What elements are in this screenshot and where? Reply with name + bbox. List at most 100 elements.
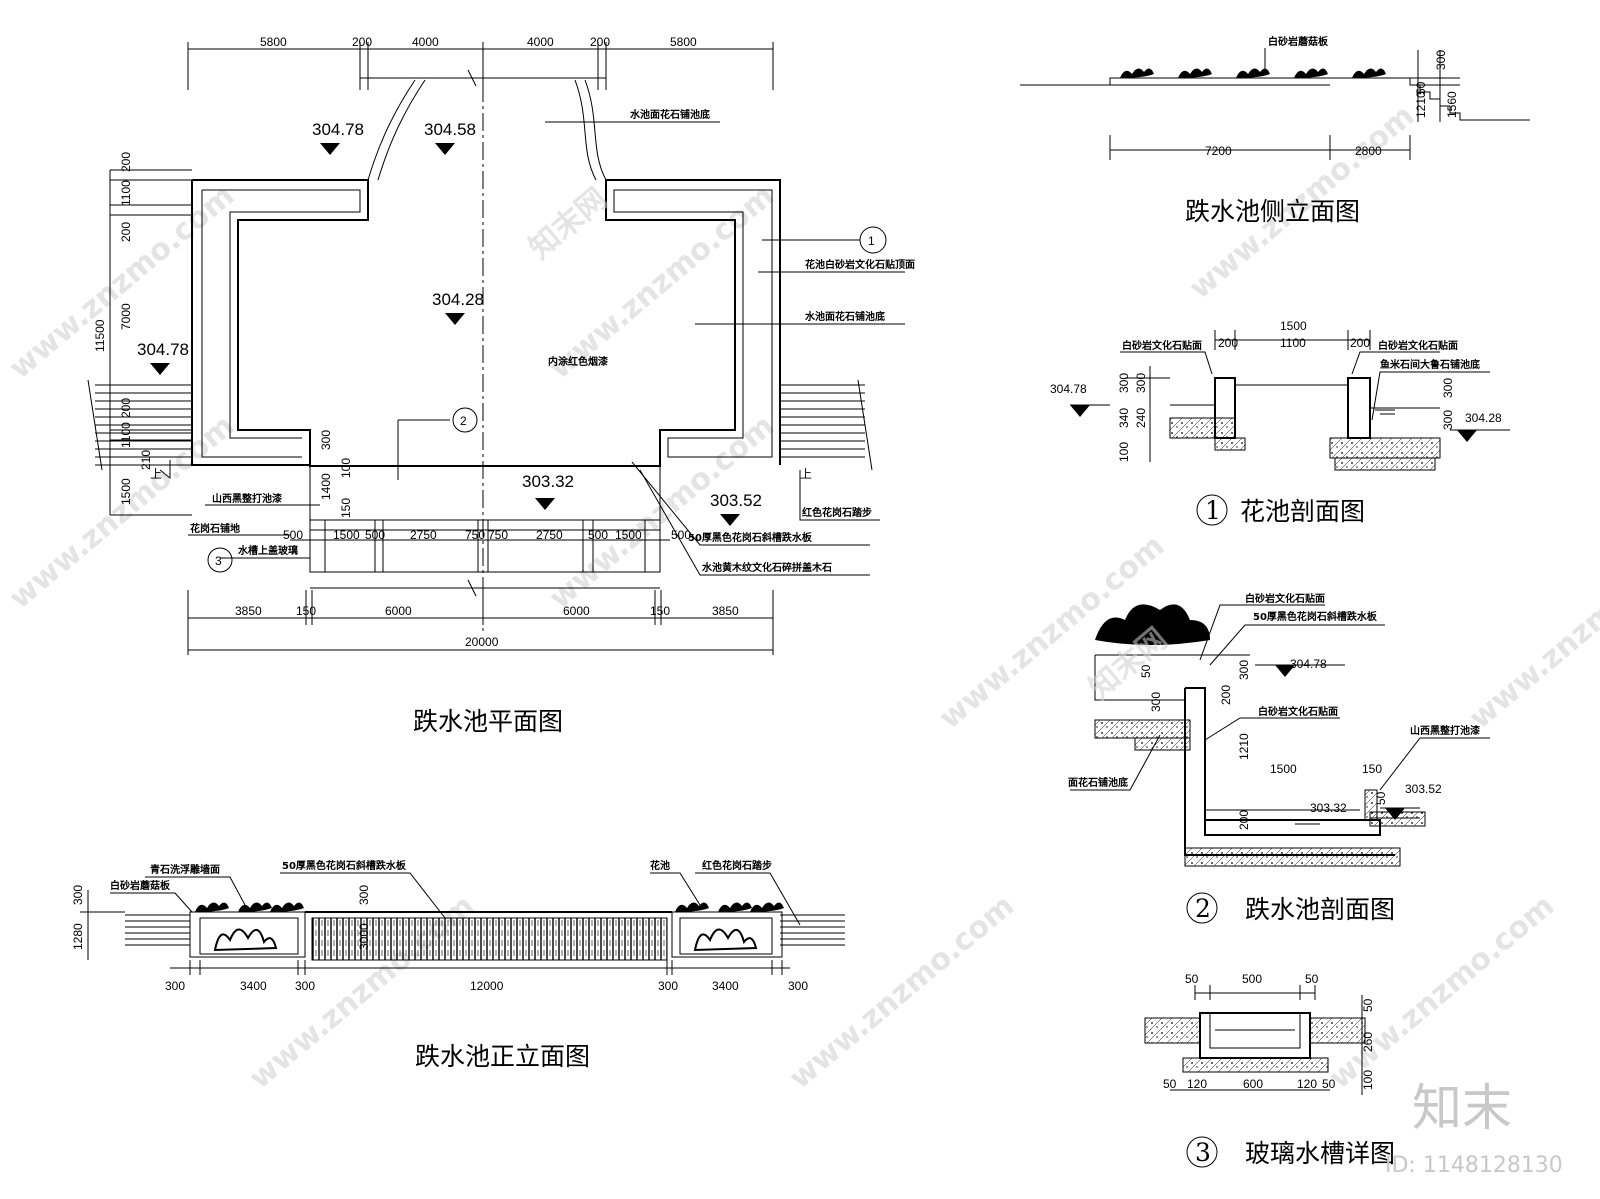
svg-text:210: 210 [139, 450, 153, 470]
svg-text:200: 200 [1219, 685, 1233, 705]
svg-text:1100: 1100 [119, 180, 133, 206]
svg-text:1500: 1500 [333, 528, 360, 542]
svg-text:120: 120 [1187, 1077, 1207, 1091]
svg-text:3000: 3000 [357, 923, 371, 950]
plan-elevations: 304.78 304.58 304.28 304.78 303.32 303.5… [137, 120, 762, 526]
svg-text:500: 500 [283, 528, 303, 542]
svg-text:7200: 7200 [1205, 144, 1232, 158]
svg-text:200: 200 [352, 35, 372, 49]
plan-top-dims: 5800 200 4000 4000 200 5800 [260, 35, 697, 49]
svg-text:白砂岩文化石贴面: 白砂岩文化石贴面 [1258, 705, 1338, 718]
watermark-text: www.znzmo.com [1463, 528, 1600, 736]
svg-text:1400: 1400 [319, 473, 333, 500]
svg-text:青石洗浮雕墙面: 青石洗浮雕墙面 [150, 863, 220, 876]
svg-text:300: 300 [1237, 660, 1251, 680]
brand-logo: 知末 [1412, 1079, 1512, 1137]
section-marker-2: 2 [397, 407, 478, 480]
svg-text:100: 100 [1117, 442, 1131, 462]
svg-text:300: 300 [295, 979, 315, 993]
svg-text:300: 300 [658, 979, 678, 993]
svg-text:1210: 1210 [1414, 91, 1428, 118]
svg-text:4000: 4000 [527, 35, 554, 49]
svg-text:500: 500 [671, 528, 691, 542]
svg-text:红色花岗石踏步: 红色花岗石踏步 [802, 506, 872, 519]
svg-text:300: 300 [165, 979, 185, 993]
svg-text:上: 上 [150, 467, 162, 481]
svg-text:鱼米石间大鲁石铺池底: 鱼米石间大鲁石铺池底 [1380, 358, 1480, 371]
svg-text:1280: 1280 [71, 923, 85, 950]
watermark-brand: 知末网 [523, 181, 614, 266]
svg-text:1: 1 [868, 234, 875, 248]
svg-text:50: 50 [1185, 972, 1199, 986]
plan-view: 5800 200 4000 4000 200 5800 上 [87, 35, 915, 736]
svg-text:200: 200 [590, 35, 610, 49]
svg-text:1210: 1210 [1237, 733, 1251, 760]
watermark-text: www.znzmo.com [3, 178, 241, 386]
svg-text:水池面花石铺池底: 水池面花石铺池底 [804, 310, 885, 323]
svg-text:200: 200 [119, 152, 133, 172]
svg-text:304.78: 304.78 [137, 340, 189, 359]
svg-text:白砂岩文化石贴面: 白砂岩文化石贴面 [1378, 339, 1458, 352]
svg-text:山西黑整打池漆: 山西黑整打池漆 [212, 492, 282, 505]
svg-text:100: 100 [1361, 1070, 1375, 1090]
svg-text:50: 50 [1322, 1077, 1336, 1091]
svg-text:300: 300 [1134, 373, 1148, 393]
watermark-text: www.znzmo.com [783, 888, 1021, 1096]
svg-text:1500: 1500 [615, 528, 642, 542]
svg-text:1100: 1100 [1280, 336, 1306, 350]
svg-text:300: 300 [788, 979, 808, 993]
svg-text:300: 300 [1117, 373, 1131, 393]
svg-text:150: 150 [650, 604, 670, 618]
front-dims: 300 3400 300 12000 300 3400 300 300 1280… [71, 885, 808, 993]
svg-text:750: 750 [465, 528, 485, 542]
section-3-view: 50 500 50 50 120 600 120 50 50 260 100 3… [1144, 972, 1395, 1168]
svg-text:1560: 1560 [1445, 91, 1459, 118]
svg-text:水池面花石铺池底: 水池面花石铺池底 [629, 108, 710, 121]
svg-text:花池: 花池 [650, 859, 670, 872]
svg-text:3: 3 [215, 554, 222, 568]
plan-left-dims: 200 1100 200 7000 11500 200 1100 210 150… [93, 152, 153, 505]
svg-text:2750: 2750 [410, 528, 437, 542]
svg-text:50厚黑色花岗石斜槽跌水板: 50厚黑色花岗石斜槽跌水板 [282, 859, 407, 872]
svg-text:340: 340 [1117, 408, 1131, 428]
svg-text:200: 200 [1237, 810, 1251, 830]
svg-text:1: 1 [1205, 496, 1221, 525]
svg-text:2800: 2800 [1355, 144, 1382, 158]
svg-text:120: 120 [1297, 1077, 1317, 1091]
svg-text:面花石铺池底: 面花石铺池底 [1068, 776, 1128, 789]
svg-text:6000: 6000 [385, 604, 412, 618]
svg-text:50厚黑色花岗石斜槽跌水板: 50厚黑色花岗石斜槽跌水板 [688, 531, 813, 544]
front-title: 跌水池正立面图 [415, 1042, 590, 1071]
section-1-view: 1500 200 1100 200 304.78 304.28 300 300 … [1050, 319, 1510, 526]
plan-title: 跌水池平面图 [413, 707, 563, 736]
svg-text:水槽上盖玻璃: 水槽上盖玻璃 [237, 544, 298, 557]
svg-text:304.28: 304.28 [432, 290, 484, 309]
svg-text:500: 500 [588, 528, 608, 542]
svg-text:100: 100 [339, 458, 353, 478]
svg-text:300: 300 [357, 885, 371, 905]
svg-text:300: 300 [319, 430, 333, 450]
svg-text:50: 50 [1163, 1077, 1177, 1091]
svg-text:150: 150 [1362, 762, 1382, 776]
svg-text:200: 200 [119, 222, 133, 242]
svg-text:200: 200 [1218, 336, 1238, 350]
svg-text:303.52: 303.52 [1405, 782, 1442, 796]
svg-text:白砂岩文化石贴面: 白砂岩文化石贴面 [1122, 339, 1202, 352]
svg-text:300: 300 [71, 885, 85, 905]
left-steps: 上 [87, 379, 192, 481]
svg-text:20000: 20000 [465, 635, 499, 649]
svg-text:500: 500 [365, 528, 385, 542]
watermark-text: www.znzmo.com [543, 408, 781, 616]
svg-text:11500: 11500 [93, 319, 107, 352]
side-elevation-view: 白砂岩蘑菇板 7200 2800 300 50 1210 1560 跌水池侧立面… [1020, 35, 1530, 226]
svg-text:300: 300 [1441, 410, 1455, 430]
svg-text:750: 750 [488, 528, 508, 542]
plan-notes: 水池面花石铺池底 花池白砂岩文化石贴顶面 水池面花石铺池底 内涂红色烟漆 山西黑… [188, 108, 915, 576]
svg-text:304.78: 304.78 [312, 120, 364, 139]
svg-text:303.32: 303.32 [1310, 801, 1347, 815]
section-marker-3: 3 [207, 547, 233, 573]
svg-text:300: 300 [1149, 692, 1163, 712]
svg-text:花岗石铺地: 花岗石铺地 [190, 522, 240, 535]
svg-text:150: 150 [296, 604, 316, 618]
